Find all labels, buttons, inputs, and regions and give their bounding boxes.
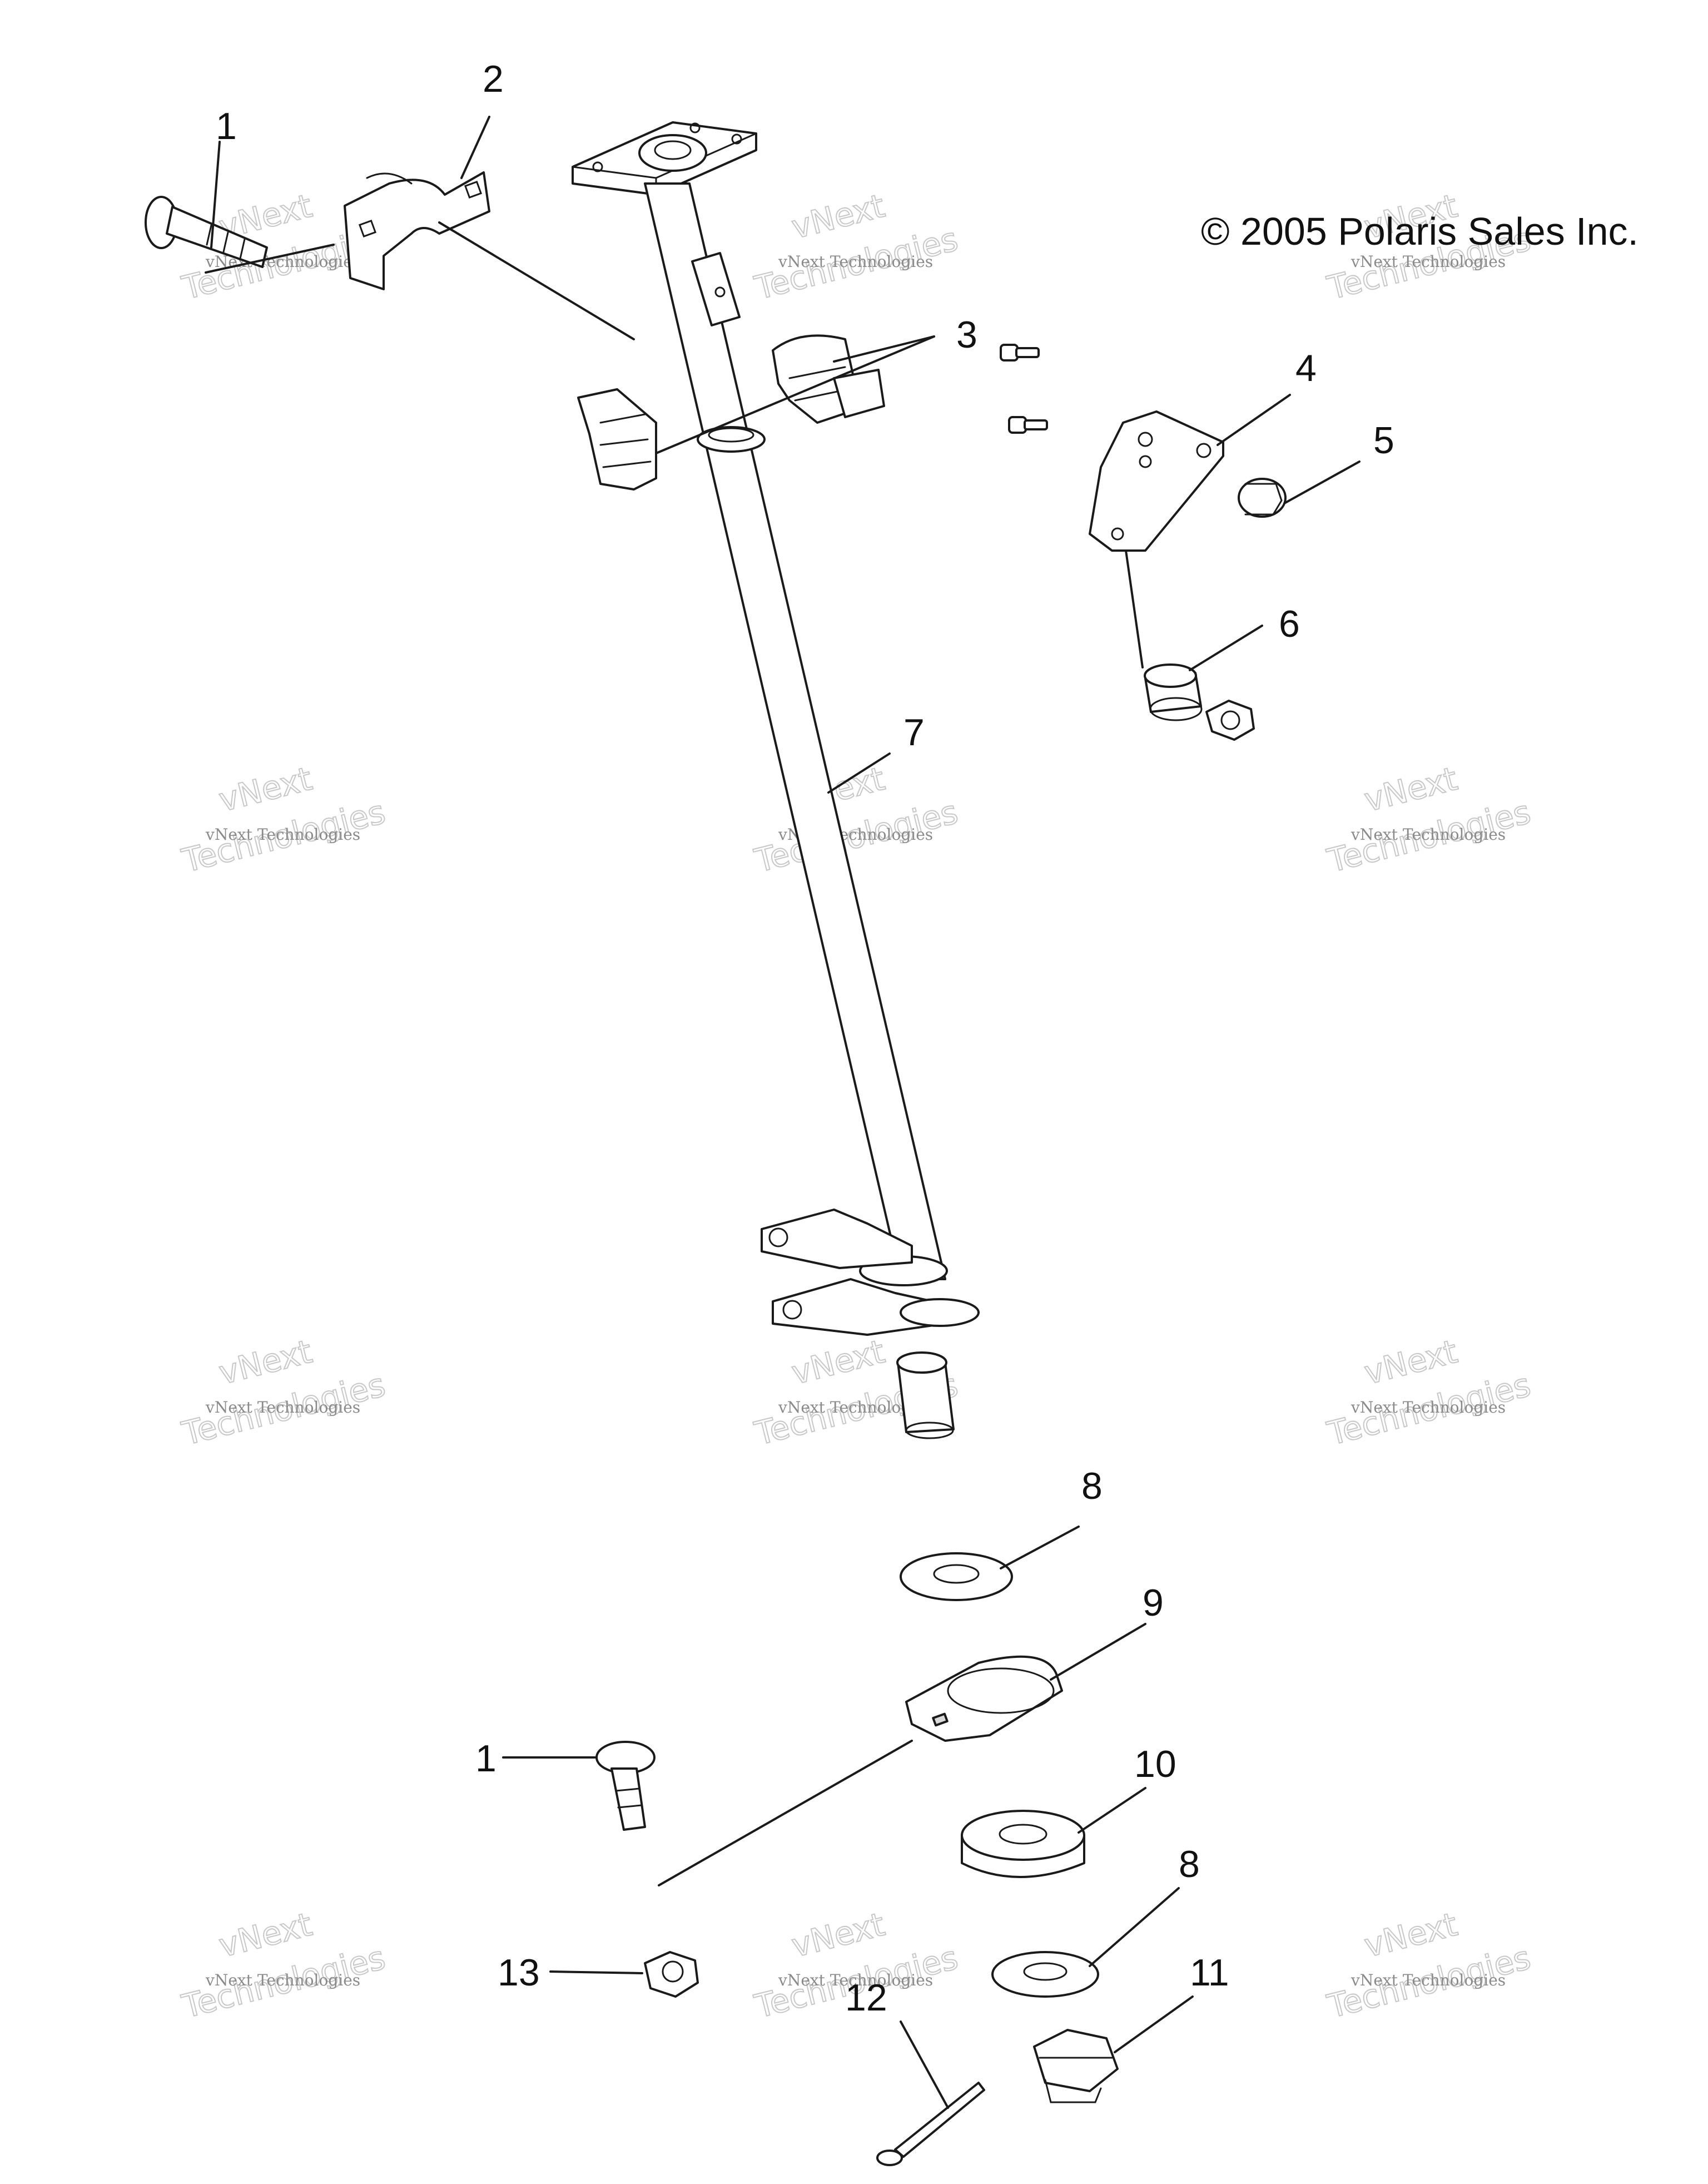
callout-11: 11 [1190, 1952, 1229, 1994]
part-1-carriage-bolt-top[interactable] [145, 196, 268, 268]
watermark: vNext Technologies vNext Technologies [177, 1332, 389, 1453]
screw-shank [1015, 347, 1040, 358]
svg-text:vNext Technologies: vNext Technologies [1350, 1971, 1506, 1989]
screw-head [1008, 416, 1027, 434]
callout-13: 13 [498, 1952, 540, 1994]
callout-7: 7 [903, 711, 925, 754]
watermark: vNext Technologies vNext Technologies [177, 759, 389, 880]
svg-text:vNext Technologies: vNext Technologies [1350, 1398, 1506, 1417]
callout-5: 5 [1373, 419, 1394, 462]
nut-body [644, 1951, 699, 1998]
callout-1: 1 [475, 1737, 496, 1780]
part-7-steering-post[interactable] [572, 121, 980, 1439]
mount-screws[interactable] [1000, 344, 1048, 434]
watermark-layer: vNext Technologies vNext Technologies vN… [177, 186, 1535, 2026]
watermark: vNext Technologies vNext Technologies [1323, 1905, 1535, 2026]
callout-labels: 1 2 3 4 5 6 7 8 9 1 10 8 13 11 12 [216, 58, 1394, 2019]
svg-text:vNext Technologies: vNext Technologies [205, 1971, 360, 1989]
svg-text:vNext: vNext [215, 1905, 316, 1965]
washer-body [991, 1951, 1099, 1998]
bushing-left [577, 388, 657, 491]
part-8-washer-lower[interactable] [991, 1951, 1099, 1998]
castle-nut-body [1033, 2029, 1119, 2092]
callout-8: 8 [1081, 1465, 1103, 1507]
callout-4: 4 [1295, 347, 1317, 389]
svg-text:vNext Technologies: vNext Technologies [1350, 252, 1506, 271]
callout-8: 8 [1179, 1843, 1200, 1885]
shaft-collar [697, 426, 766, 453]
top-flange-boss [638, 134, 707, 172]
screw-head [1000, 344, 1019, 361]
part-4-mount-plate[interactable] [1089, 410, 1224, 552]
svg-text:vNext Technologies: vNext Technologies [1350, 825, 1506, 844]
leader-lines [205, 116, 1361, 2109]
part-8-washer-upper[interactable] [900, 1552, 1013, 1601]
cotter-pin-eye [876, 2150, 903, 2166]
svg-text:vNext Technologies: vNext Technologies [205, 1398, 360, 1417]
svg-text:vNext: vNext [788, 1905, 888, 1965]
part-2-clamp-bracket[interactable] [344, 171, 490, 290]
washer-body [900, 1552, 1013, 1601]
screw-shank [1024, 419, 1048, 430]
svg-text:vNext: vNext [215, 760, 316, 819]
part-11-castle-nut[interactable] [1033, 2029, 1119, 2103]
part-1-carriage-bolt-lower[interactable] [595, 1741, 656, 1831]
part-12-cotter-pin[interactable] [876, 2082, 985, 2166]
svg-text:vNext Technologies: vNext Technologies [205, 825, 360, 844]
steering-shaft [644, 182, 946, 1280]
clamp-body [344, 171, 490, 290]
callout-10: 10 [1134, 1743, 1176, 1785]
callout-9: 9 [1143, 1582, 1164, 1624]
seal-top [961, 1810, 1085, 1861]
part-10-seal[interactable] [961, 1810, 1085, 1878]
watermark: vNext Technologies vNext Technologies [1323, 759, 1535, 880]
watermark: vNext Technologies vNext Technologies [750, 186, 962, 308]
part-13-nut[interactable] [644, 1951, 699, 1998]
callout-6: 6 [1279, 603, 1300, 645]
watermark: vNext Technologies vNext Technologies [1323, 1332, 1535, 1453]
svg-text:vNext: vNext [1361, 760, 1461, 819]
part-6-spacer[interactable] [1144, 663, 1255, 741]
part-3-bushing-halves[interactable] [577, 334, 885, 491]
callout-12: 12 [845, 1977, 887, 2019]
upper-mount-plate [761, 1209, 913, 1269]
svg-text:vNext: vNext [215, 1333, 316, 1392]
watermark: vNext Technologies vNext Technologies [177, 1905, 389, 2026]
callout-2: 2 [483, 58, 504, 100]
cap-nut-body [1238, 478, 1287, 518]
part-5-cap-nut[interactable] [1238, 478, 1287, 518]
plate-body [1089, 410, 1224, 552]
svg-text:vNext Technologies: vNext Technologies [778, 1971, 933, 1989]
hex-nut [1205, 700, 1255, 741]
svg-text:vNext Technologies: vNext Technologies [778, 252, 933, 271]
watermark: vNext Technologies vNext Technologies [750, 759, 962, 880]
svg-text:vNext: vNext [788, 187, 888, 246]
part-9-bearing-housing[interactable] [905, 1655, 1063, 1742]
callout-1: 1 [216, 105, 237, 147]
callout-3: 3 [956, 314, 977, 356]
svg-text:vNext: vNext [1361, 1333, 1461, 1392]
bolt-shank [610, 1767, 646, 1831]
svg-text:vNext: vNext [1361, 1905, 1461, 1965]
copyright-notice: © 2005 Polaris Sales Inc. [1201, 210, 1639, 253]
bushing-right [772, 334, 857, 424]
svg-text:vNext: vNext [788, 1333, 888, 1392]
